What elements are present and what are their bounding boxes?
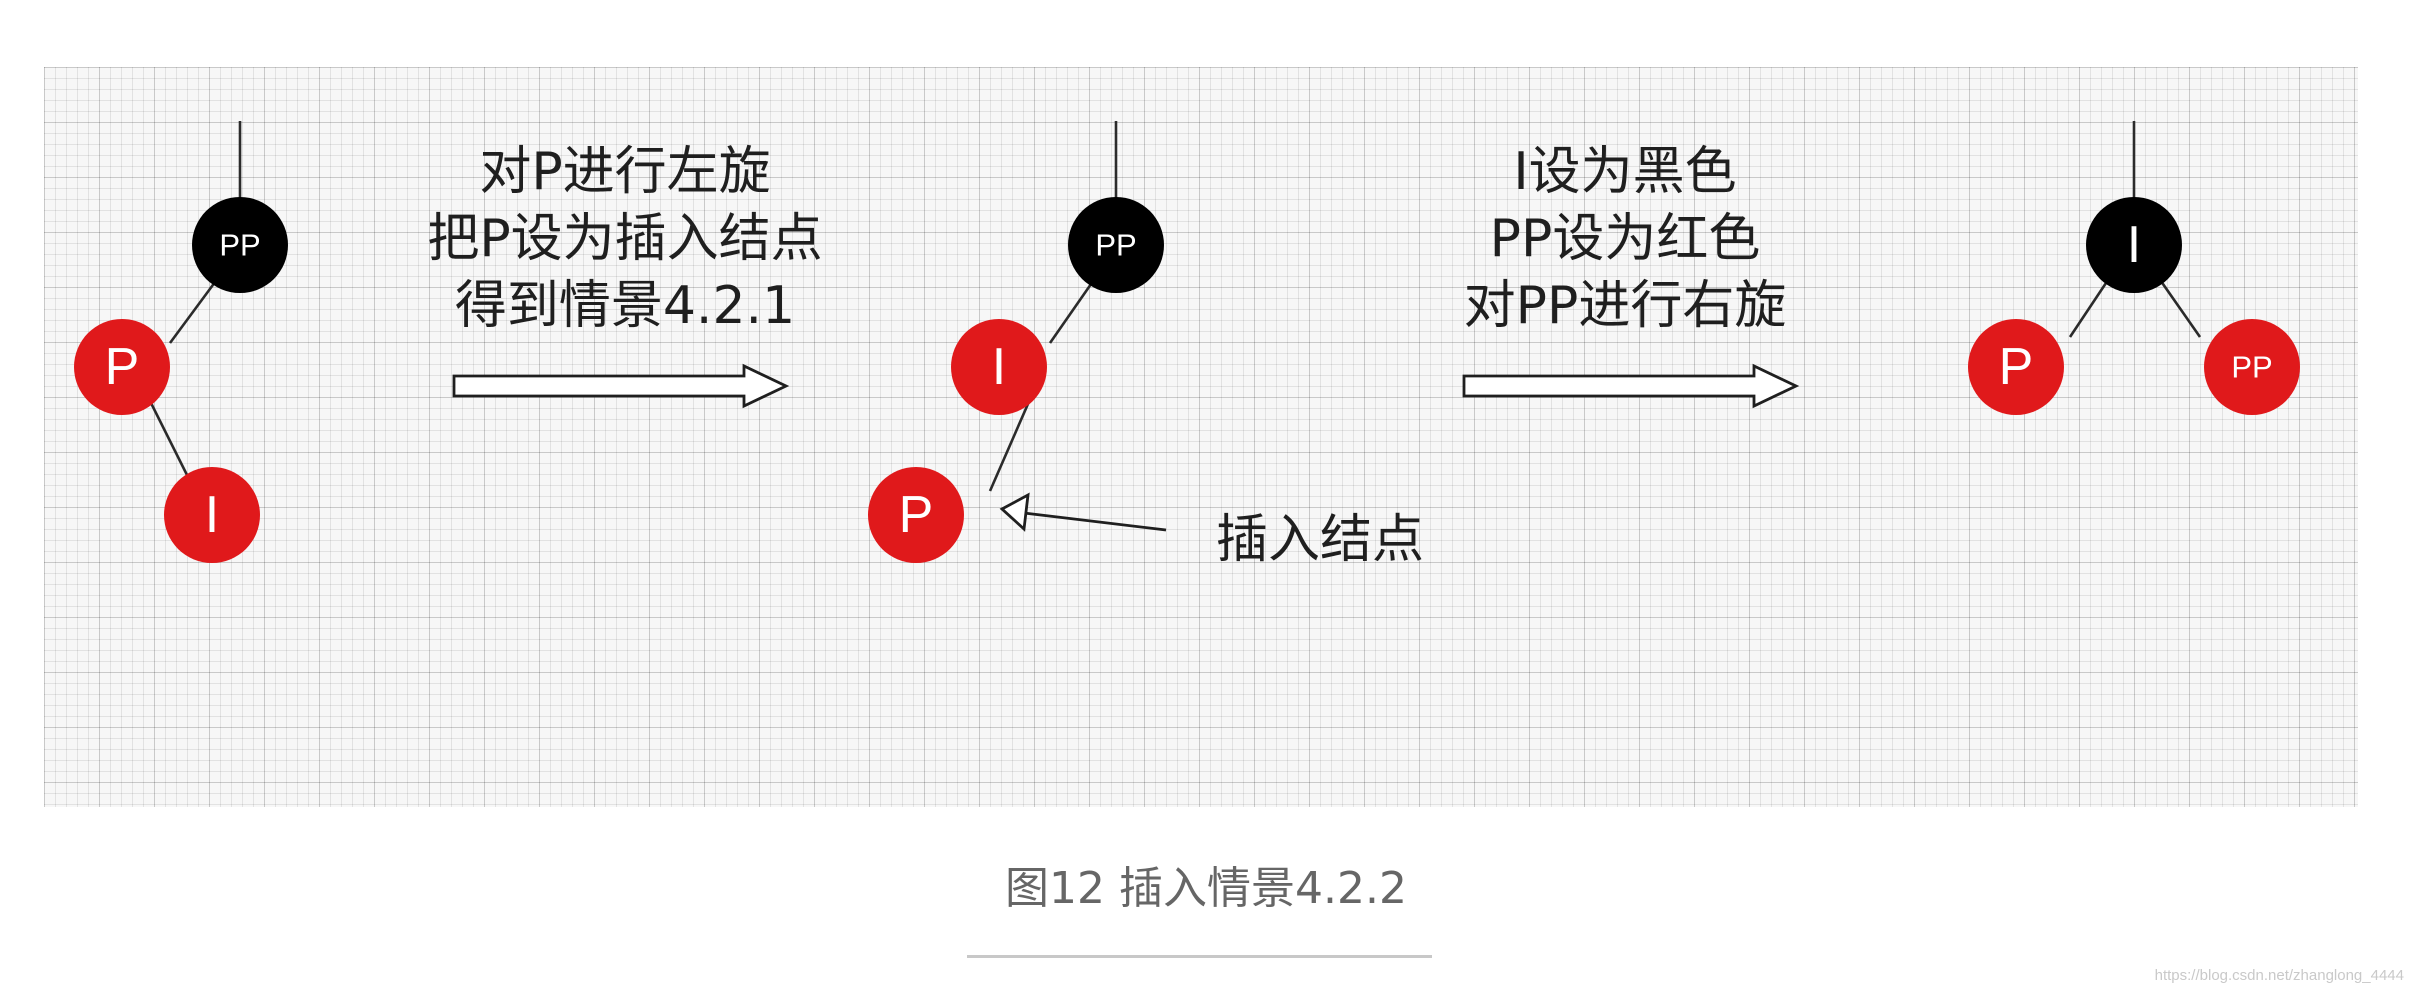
stage1-node-i-label: I <box>205 486 219 544</box>
diagram-svg: PP P I 对P进行左旋 把P设为插入结点 得到情景4.2.1 <box>74 121 2300 570</box>
stage3-node-pp-circle <box>2204 319 2300 415</box>
stage1-edge-pp-p <box>168 273 223 344</box>
step1-annotation: 对P进行左旋 把P设为插入结点 得到情景4.2.1 <box>427 142 822 336</box>
step1-line3: 得到情景4.2.1 <box>455 276 795 336</box>
stage1-tree: PP P I <box>74 121 288 563</box>
stage1-node-p: P <box>74 319 170 415</box>
stage3-edge-i-p <box>2068 273 2114 338</box>
stage2-edge-pp-i <box>1048 273 1100 344</box>
stage2-node-i-circle <box>951 319 1047 415</box>
stage3-node-p-label: P <box>1999 338 2034 396</box>
stage1-node-i: I <box>164 467 260 563</box>
caption-divider <box>967 955 1432 958</box>
stage2-node-pp-label: PP <box>1095 228 1136 263</box>
figure-caption: 图12 插入情景4.2.2 <box>1005 863 1407 914</box>
stage2-node-i-label: I <box>992 338 1006 396</box>
stage3-node-pp-label: PP <box>2231 350 2272 385</box>
stage3-edge-i-pp <box>2154 273 2202 338</box>
stage2-node-i: I <box>951 319 1047 415</box>
insert-node-label: 插入结点 <box>1216 510 1424 570</box>
step2-line1: I设为黑色 <box>1513 142 1736 202</box>
insert-pointer-arrow-icon <box>999 492 1030 532</box>
stage3-node-pp: PP <box>2204 319 2300 415</box>
stage2-node-p: P <box>868 467 964 563</box>
stage3-node-p: P <box>1968 319 2064 415</box>
stage1-node-pp: PP <box>192 197 288 293</box>
stage1-node-pp-label: PP <box>219 228 260 263</box>
stage2-node-p-label: P <box>899 486 934 544</box>
watermark: https://blog.csdn.net/zhanglong_4444 <box>2154 967 2404 984</box>
stage3-node-i: I <box>2086 197 2182 293</box>
diagram-canvas: PP P I 对P进行左旋 把P设为插入结点 得到情景4.2.1 <box>44 67 2358 807</box>
step2-arrow-icon <box>1462 363 1800 409</box>
stage2-node-p-circle <box>868 467 964 563</box>
stage3-node-i-circle <box>2086 197 2182 293</box>
stage3-tree: I P PP <box>1968 121 2300 415</box>
stage1-node-i-circle <box>164 467 260 563</box>
step2-annotation: I设为黑色 PP设为红色 对PP进行右旋 <box>1464 142 1787 336</box>
stage1-node-pp-circle <box>192 197 288 293</box>
stage2-tree: PP I P <box>868 121 1164 563</box>
stage2-node-pp-circle <box>1068 197 1164 293</box>
step1-line2: 把P设为插入结点 <box>427 209 822 269</box>
step2-line2: PP设为红色 <box>1490 209 1761 269</box>
insert-node-pointer: 插入结点 <box>999 492 1424 570</box>
stage2-node-pp: PP <box>1068 197 1164 293</box>
stage1-node-p-circle <box>74 319 170 415</box>
stage3-node-p-circle <box>1968 319 2064 415</box>
insert-pointer-shaft <box>1023 511 1167 532</box>
stage3-node-i-label: I <box>2127 216 2141 274</box>
step2-line3: 对PP进行右旋 <box>1464 276 1787 336</box>
step1-line1: 对P进行左旋 <box>479 142 770 202</box>
step1-arrow-icon <box>452 363 790 409</box>
stage2-edge-i-p <box>988 396 1033 492</box>
stage1-node-p-label: P <box>105 338 140 396</box>
